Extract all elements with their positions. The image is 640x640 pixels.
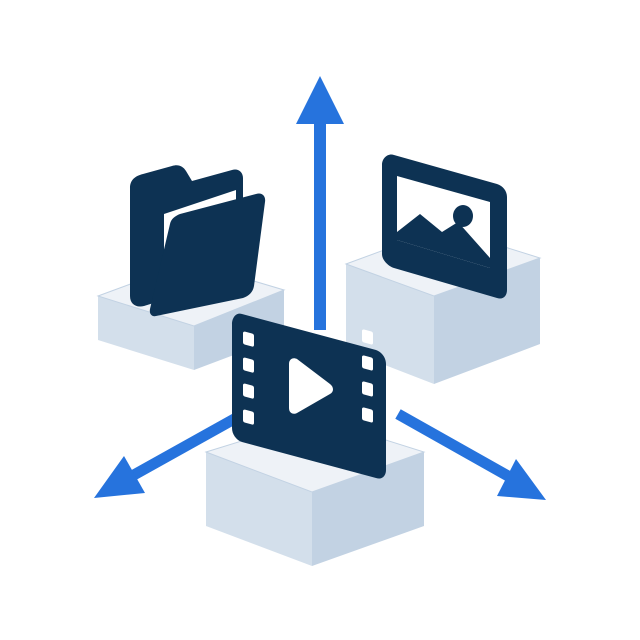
pedestal-video-right-side	[312, 452, 424, 566]
pedestal-folder-left-side	[98, 296, 194, 370]
play-icon	[289, 358, 333, 414]
film-hole	[243, 331, 254, 347]
film-hole	[243, 409, 254, 425]
arrow-up-shaft	[314, 110, 326, 330]
arrow-right	[395, 409, 546, 500]
video-icon	[232, 313, 386, 479]
arrow-right-head	[497, 459, 546, 500]
image-sun	[453, 205, 473, 227]
image-mountains	[397, 214, 490, 268]
film-hole	[362, 329, 373, 345]
arrow-up-head	[296, 76, 344, 124]
film-hole	[362, 355, 373, 371]
arrow-right-shaft	[395, 409, 511, 481]
folder-icon	[130, 165, 266, 317]
arrow-left	[94, 413, 239, 498]
film-hole	[362, 381, 373, 397]
film-hole	[243, 383, 254, 399]
folder-front	[149, 193, 266, 317]
arrow-up	[296, 76, 344, 330]
arrow-left-shaft	[129, 413, 239, 481]
arrow-left-head	[94, 456, 145, 498]
film-hole	[243, 357, 254, 373]
pedestal-video-left-side	[206, 452, 312, 566]
pedestal-image-right-side	[434, 258, 540, 384]
film-hole	[362, 407, 373, 423]
image-icon	[382, 154, 507, 299]
